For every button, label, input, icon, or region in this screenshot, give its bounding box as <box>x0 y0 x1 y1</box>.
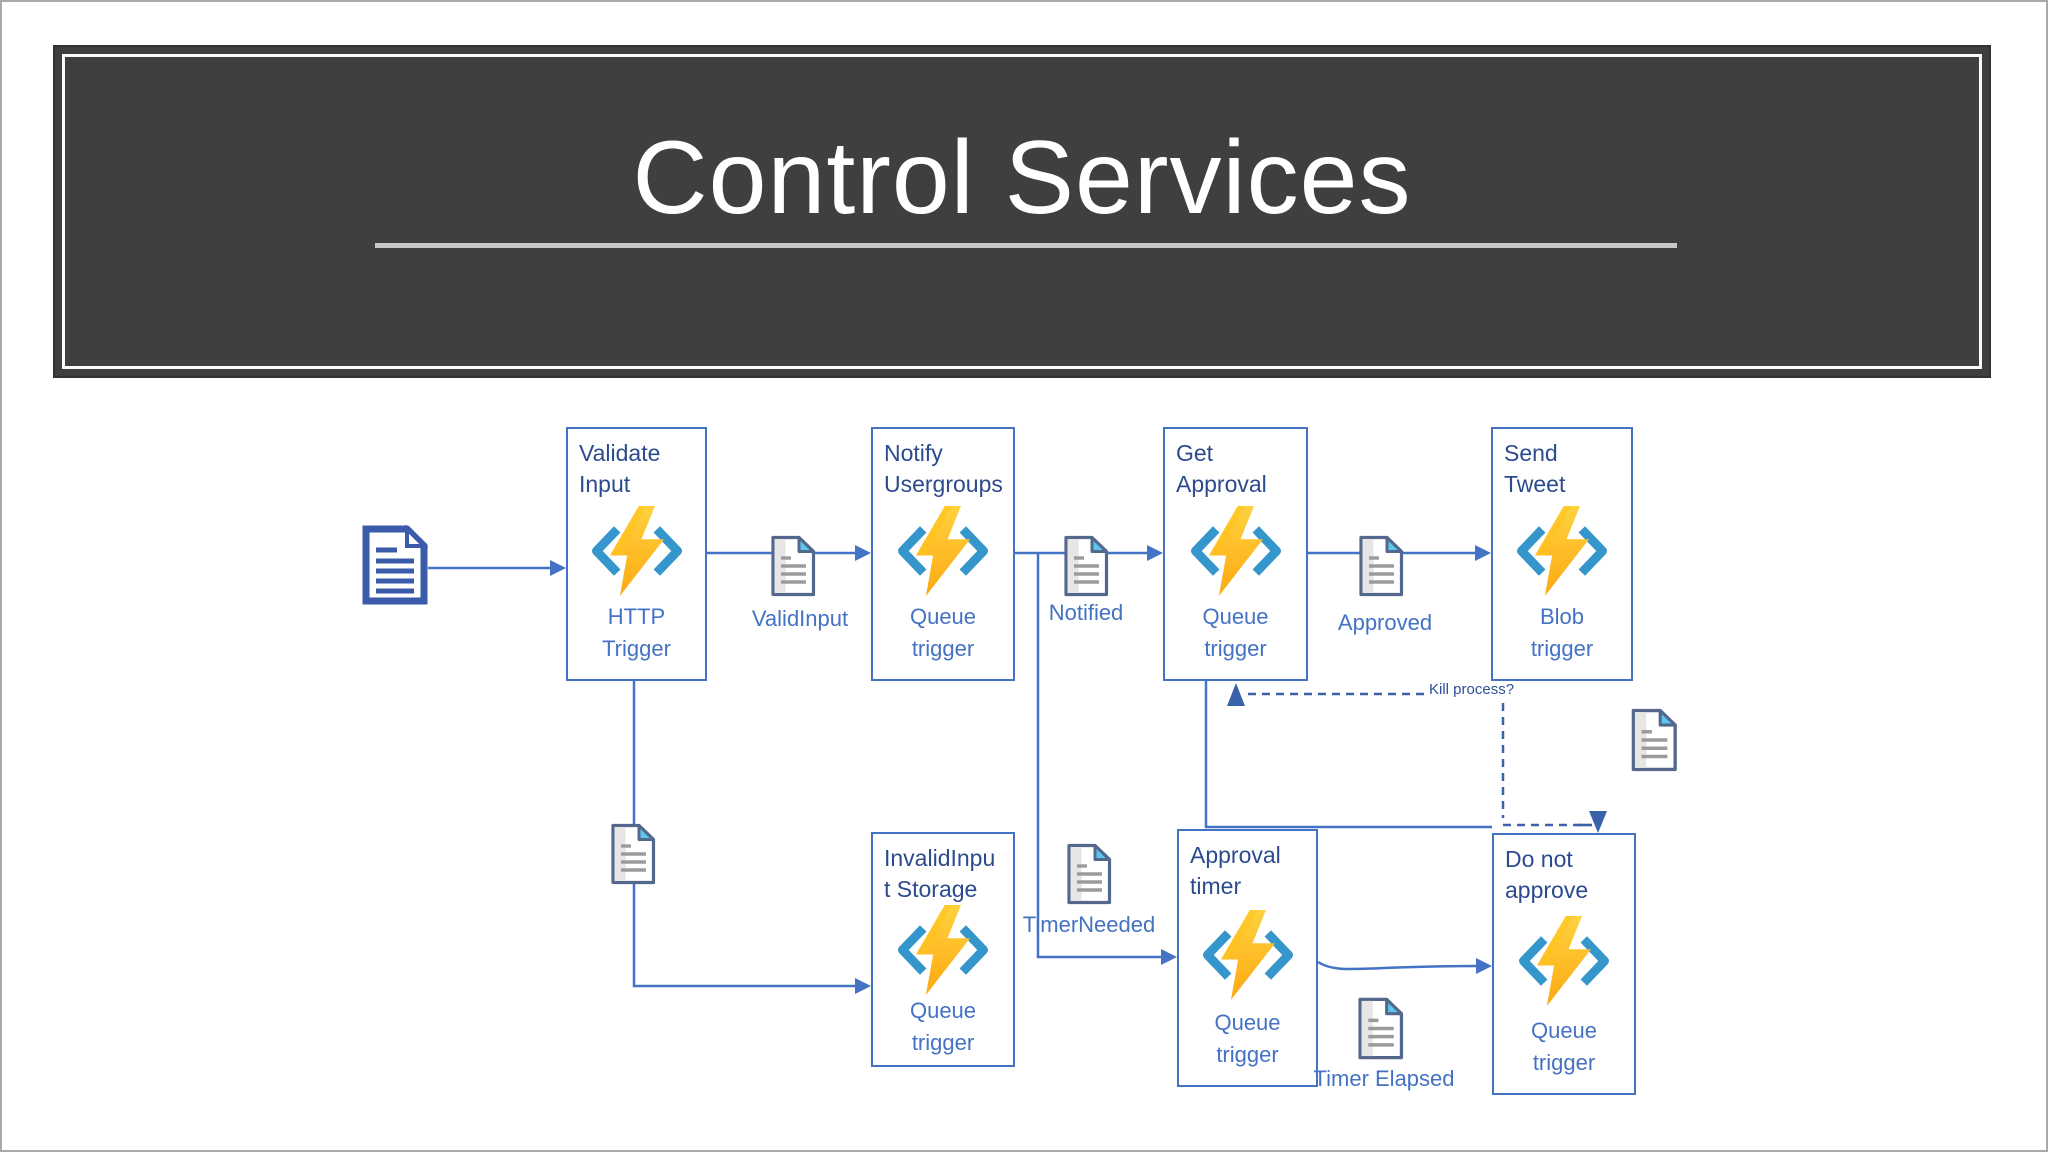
label-timerelapsed: Timer Elapsed <box>1313 1066 1455 1091</box>
node-title: Approval timer <box>1190 842 1281 900</box>
azure-function-icon <box>1196 909 1300 1000</box>
azure-function-icon <box>891 905 995 996</box>
node-trigger-label: Queue trigger <box>1202 604 1269 662</box>
azure-function-icon <box>1184 505 1288 596</box>
node-trigger-label: Queue trigger <box>1214 1010 1281 1068</box>
label-validinput: ValidInput <box>751 606 849 631</box>
label-approved: Approved <box>1337 610 1433 635</box>
node-get-approval: Get Approval Queue trigger <box>1163 427 1308 681</box>
label-timerneeded: TimerNeeded <box>1022 912 1156 937</box>
azure-function-icon <box>891 505 995 596</box>
node-send-tweet: Send Tweet Blob trigger <box>1491 427 1633 681</box>
azure-function-icon <box>585 505 689 596</box>
output-document-icon <box>1630 708 1678 772</box>
node-title: Get Approval <box>1176 440 1267 498</box>
label-notified: Notified <box>1048 600 1124 625</box>
node-title: Notify Usergroups <box>884 440 1003 498</box>
node-trigger-label: Blob trigger <box>1530 604 1594 662</box>
node-title: Do not approve <box>1505 846 1589 904</box>
node-trigger-label: Queue trigger <box>909 998 977 1055</box>
node-invalid-input-storage: InvalidInpu t Storage Queue trigger <box>871 832 1015 1067</box>
validinput-document-icon <box>770 535 816 597</box>
node-title: Send Tweet <box>1504 440 1566 498</box>
node-trigger-label: Queue trigger <box>909 604 977 662</box>
title-underline <box>375 243 1677 248</box>
input-document-icon <box>362 525 428 605</box>
azure-function-icon <box>1510 505 1614 596</box>
node-title: Validate Input <box>579 440 661 498</box>
page-title: Control Services <box>632 120 1412 236</box>
node-title: InvalidInpu t Storage <box>884 845 996 903</box>
timerneeded-document-icon <box>1066 843 1112 905</box>
notified-document-icon <box>1063 535 1109 597</box>
node-validate-input: Validate Input HTTP Trigger <box>566 427 707 681</box>
approved-document-icon <box>1358 535 1404 597</box>
label-kill-process: Kill process? <box>1428 681 1516 698</box>
node-notify-usergroups: Notify Usergroups Queue trigger <box>871 427 1015 681</box>
azure-function-icon <box>1512 915 1616 1006</box>
title-banner: Control Services <box>53 45 1991 378</box>
node-trigger-label: Queue trigger <box>1530 1018 1598 1076</box>
node-do-not-approve: Do not approve Queue trigger <box>1492 833 1636 1095</box>
node-approval-timer: Approval timer Queue trigger <box>1177 829 1318 1087</box>
invalidinput-document-icon <box>610 822 656 886</box>
timerelapsed-document-icon <box>1357 995 1404 1062</box>
node-trigger-label: HTTP Trigger <box>602 604 671 662</box>
